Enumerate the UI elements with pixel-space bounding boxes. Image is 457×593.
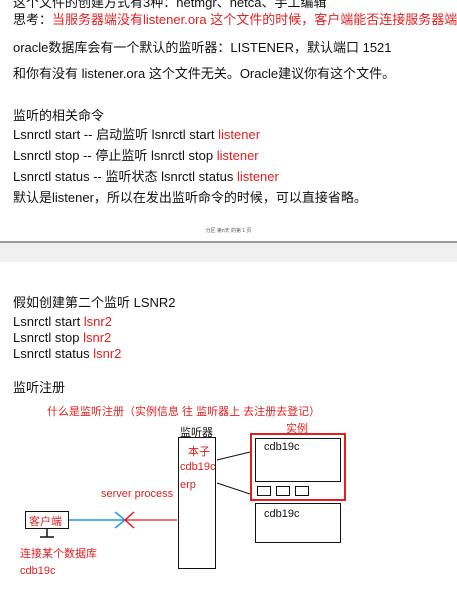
text-think-question: 思考：当服务器端没有listener.ora 这个文件的时候，客户端能否连接服务… [13, 12, 457, 28]
cmd-start-text: Lsnrctl start -- 启动监听 lsnrctl start [13, 127, 219, 142]
server-process-label: server process [101, 488, 174, 500]
memory-block-3 [295, 486, 309, 496]
think-prefix: 思考： [13, 12, 53, 27]
listener-box [178, 437, 216, 569]
cmd2-status-text: Lsnrctl status [13, 346, 94, 361]
page-footer: 分区 第n天 的第 1 页 [205, 228, 252, 234]
text-second-listener: 假如创建第二个监听 LSNR2 [13, 295, 176, 310]
heading-listener-registration: 监听注册 [13, 380, 66, 395]
memory-block-2 [276, 486, 290, 496]
instance-box [250, 433, 346, 501]
listener-line-2: cdb19c [180, 461, 216, 473]
text-default-listener: oracle数据库会有一个默认的监听器：LISTENER，默认端口 1521 [13, 40, 392, 55]
client-box [25, 511, 69, 529]
page-separator [0, 243, 457, 262]
lower-db-name: cdb19c [264, 508, 300, 520]
instance-db-name: cdb19c [264, 441, 300, 453]
cmd2-stop-red: lsnr2 [83, 330, 112, 345]
memory-block-1 [257, 486, 271, 496]
cmd-stop-red: listener [216, 148, 259, 163]
database-box [255, 503, 341, 543]
listener-instance-line [216, 451, 251, 461]
cmd-stop-text: Lsnrctl stop -- 停止监听 lsnrctl stop [13, 148, 217, 163]
cmd-status-red: listener [236, 169, 279, 184]
listener-line-3: erp [180, 479, 196, 491]
server-process-arrow-head [123, 511, 135, 529]
instance-label: 实例 [286, 423, 308, 435]
cmd2-stop: Lsnrctl stop lsnr2 [13, 330, 111, 346]
heading-listener-commands: 监听的相关命令 [13, 108, 105, 123]
connect-text-1: 连接某个数据库 [20, 548, 97, 560]
page-separator-shadow [0, 241, 457, 243]
text-oracle-advice: 和你有没有 listener.ora 这个文件无关。Oracle建议你有这个文件… [13, 66, 396, 81]
cmd2-start-red: lsnr2 [83, 314, 112, 329]
listener-line-1: 本子 [188, 446, 210, 458]
cmd2-status-red: lsnr2 [93, 346, 122, 361]
cmd-status: Lsnrctl status -- 监听状态 lsnrctl status li… [13, 169, 279, 185]
client-label: 客户端 [29, 516, 62, 528]
cmd-start: Lsnrctl start -- 启动监听 lsnrctl start list… [13, 127, 260, 143]
listener-instance-line-2 [216, 482, 251, 495]
cmd2-start-text: Lsnrctl start [13, 314, 84, 329]
cmd2-status: Lsnrctl status lsnr2 [13, 346, 121, 362]
listener-label: 监听器 [180, 427, 213, 439]
cmd2-start: Lsnrctl start lsnr2 [13, 314, 112, 330]
cmd-start-red: listener [218, 127, 261, 142]
cmd-status-text: Lsnrctl status -- 监听状态 lsnrctl status [13, 169, 237, 184]
diagram-question: 什么是监听注册（实例信息 往 监听器上 去注册去登记） [47, 406, 321, 418]
text-default-note: 默认是listener，所以在发出监听命令的时候，可以直接省略。 [13, 190, 367, 205]
text-creation-methods: 这个文件的创建方式有3种：netmgr、netca、手工编辑 [13, 0, 327, 10]
cmd2-stop-text: Lsnrctl stop [13, 330, 84, 345]
cmd-stop: Lsnrctl stop -- 停止监听 lsnrctl stop listen… [13, 148, 259, 164]
connect-text-2: cdb19c [20, 565, 56, 577]
instance-inner-box [255, 438, 341, 482]
think-question-red: 当服务器端没有listener.ora 这个文件的时候，客户端能否连接服务器端? [52, 12, 457, 27]
